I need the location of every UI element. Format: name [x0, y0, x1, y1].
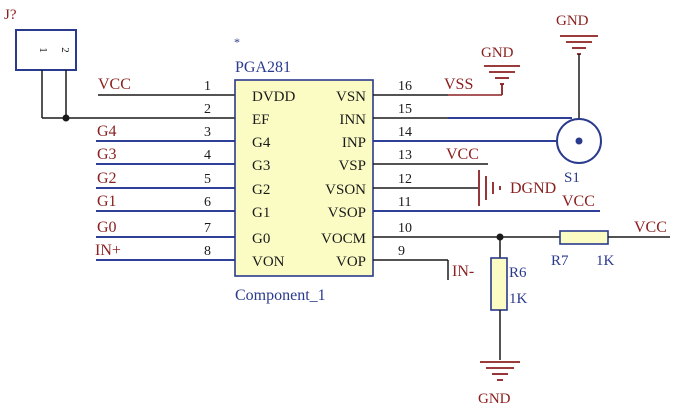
chip-left-pin-names: DVDD EF G4 G3 G2 G1 G0 VON: [252, 89, 295, 270]
gnd-symbol-top-center: GND: [448, 45, 520, 96]
pin-name-2: EF: [252, 112, 270, 128]
net-label-vcc-pin13: VCC: [446, 146, 479, 163]
connector-pin2-label: 2: [59, 47, 71, 53]
svg-text:GND: GND: [478, 391, 511, 407]
connector-ref: J?: [4, 7, 17, 23]
resistor-r7[interactable]: R7 1K: [551, 230, 615, 269]
right-pin-numbers: 16 15 14 13 12 11 10 9: [398, 79, 412, 259]
left-pin-numbers: 1 2 3 4 5 6 7 8: [204, 79, 211, 259]
resistor-body: [559, 230, 609, 245]
pin-name-12: VSON: [325, 182, 366, 198]
left-net-labels: VCC G4 G3 G2 G1 G0 IN+: [95, 76, 131, 259]
net-label-pin8: IN+: [95, 242, 121, 259]
pin-number-9: 9: [398, 244, 405, 259]
pin-name-5: G2: [252, 182, 270, 198]
net-label-pin5: G2: [97, 170, 117, 187]
pin-number-2: 2: [204, 102, 211, 117]
net-label-pin7: G0: [97, 219, 117, 236]
net-label-pin6: G1: [97, 193, 117, 210]
resistor-value: 1K: [596, 253, 615, 269]
connector-j[interactable]: J? 1 2: [4, 7, 77, 122]
resistor-r6[interactable]: R6 1K: [490, 257, 528, 311]
net-label-vcc-r7: VCC: [634, 219, 667, 236]
chip-right-pin-names: VSN INN INP VSP VSON VSOP VOCM VOP: [321, 89, 366, 270]
net-label-vss: VSS: [444, 76, 473, 93]
gnd-symbol-bottom: GND: [478, 361, 520, 407]
net-label-pin4: G3: [97, 146, 117, 163]
pin-name-7: G0: [252, 231, 270, 247]
pin-number-4: 4: [204, 148, 211, 163]
connector-body: [15, 29, 77, 71]
right-wires: [373, 94, 600, 280]
pin-number-6: 6: [204, 195, 211, 210]
net-label-pin3: G4: [97, 123, 117, 140]
pin-number-14: 14: [398, 125, 412, 140]
source-ref: S1: [564, 170, 580, 186]
connector-pin1-label: 1: [37, 47, 49, 53]
chip-star: *: [234, 35, 240, 49]
pin-name-15: INN: [339, 112, 366, 128]
chip-comment: Component_1: [235, 287, 326, 304]
svg-text:GND: GND: [481, 45, 514, 61]
net-label-pin1: VCC: [98, 76, 131, 93]
right-net-labels: VSS VCC VCC VCC IN- DGND: [444, 76, 667, 280]
voltage-source-s1[interactable]: S1: [556, 118, 602, 186]
pin-number-12: 12: [398, 172, 412, 187]
pin-name-10: VOCM: [321, 231, 366, 247]
net-label-vcc-pin11: VCC: [562, 193, 595, 210]
net-label-dgnd: DGND: [510, 180, 556, 197]
pin-number-15: 15: [398, 102, 412, 117]
pin-name-13: VSP: [338, 158, 366, 174]
chip-pga281[interactable]: * PGA281 Component_1: [234, 35, 374, 304]
pin-number-1: 1: [204, 79, 211, 94]
pin-name-16: VSN: [336, 89, 366, 105]
pin-number-16: 16: [398, 79, 412, 94]
pin-name-3: G4: [252, 135, 271, 151]
pin-name-9: VOP: [336, 254, 366, 270]
source-center-dot: [575, 137, 583, 145]
resistor-ref: R6: [509, 265, 527, 281]
pin-number-8: 8: [204, 244, 211, 259]
pin-name-6: G1: [252, 205, 270, 221]
chip-part-number: PGA281: [235, 59, 291, 76]
resistor-value: 1K: [509, 291, 528, 307]
dgnd-symbol: [448, 170, 501, 206]
svg-text:GND: GND: [556, 13, 589, 29]
pin-number-11: 11: [398, 195, 411, 210]
chip-body: [234, 79, 374, 277]
pin-name-4: G3: [252, 158, 270, 174]
gnd-symbol-top-right: GND: [556, 13, 598, 118]
net-label-in-minus: IN-: [452, 263, 474, 280]
resistor-body: [490, 257, 508, 311]
pin-name-1: DVDD: [252, 89, 295, 105]
pin-name-8: VON: [252, 254, 285, 270]
pin-name-14: INP: [342, 135, 366, 151]
pin-number-5: 5: [204, 172, 211, 187]
left-wires: [66, 94, 235, 261]
pin-number-10: 10: [398, 221, 412, 236]
pin-name-11: VSOP: [328, 205, 366, 221]
resistor-ref: R7: [551, 253, 569, 269]
pin-number-3: 3: [204, 125, 211, 140]
pin-number-7: 7: [204, 221, 211, 236]
pin-number-13: 13: [398, 148, 412, 163]
